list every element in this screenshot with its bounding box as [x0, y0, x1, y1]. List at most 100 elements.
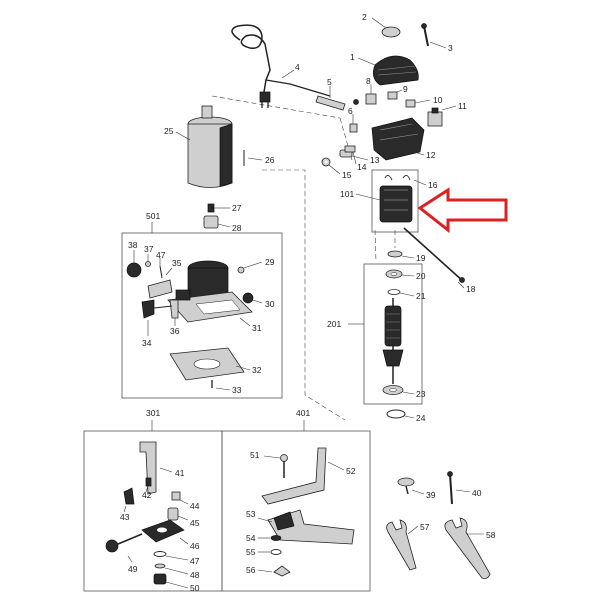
part-28-bushing: [203, 215, 231, 229]
label-34: 34: [142, 338, 152, 348]
part-50-knob: [153, 573, 189, 589]
label-24: 24: [416, 413, 426, 423]
label-5: 5: [327, 77, 332, 87]
part-armature-rotor: [382, 298, 404, 384]
part-40-rod: [447, 471, 471, 505]
label-46: 46: [190, 541, 200, 551]
part-25-base-housing: [175, 105, 233, 188]
label-25: 25: [164, 126, 174, 136]
label-43: 43: [120, 512, 130, 522]
label-42: 42: [142, 490, 152, 500]
part-11-switch: [427, 105, 457, 127]
label-19: 19: [416, 253, 426, 263]
label-41: 41: [175, 468, 185, 478]
part-46-guide-block: [141, 519, 189, 545]
label-26: 26: [265, 155, 275, 165]
label-12: 12: [426, 150, 436, 160]
part-51-bolt: [263, 454, 288, 478]
part-12-motor-housing: [371, 117, 425, 161]
label-4: 4: [295, 62, 300, 72]
label-501: 501: [146, 211, 160, 221]
label-32: 32: [252, 365, 262, 375]
label-45: 45: [190, 518, 200, 528]
label-29: 29: [265, 257, 275, 267]
part-44-bolt: [171, 491, 189, 505]
part-5-cord-protector: [315, 86, 359, 111]
label-23: 23: [416, 389, 426, 399]
label-57: 57: [420, 522, 430, 532]
label-14: 14: [357, 162, 367, 172]
part-33-screw: [211, 380, 231, 391]
part-54-washer: [258, 535, 282, 541]
assembly-501-box: [121, 222, 283, 399]
part-30-knob: [242, 292, 263, 304]
part-4-power-cord: [231, 24, 331, 97]
label-6: 6: [348, 106, 353, 116]
part-3-screw: [421, 23, 447, 49]
part-101-stator: [355, 169, 419, 233]
label-30: 30: [265, 299, 275, 309]
part-24-o-ring: [386, 409, 415, 419]
part-201-armature-box: [348, 263, 423, 405]
label-2: 2: [362, 12, 367, 22]
part-19-washer: [387, 250, 415, 259]
part-34-clamp-screw: [141, 299, 173, 336]
part-43-lever: [123, 487, 135, 513]
label-51: 51: [250, 450, 260, 460]
label-10: 10: [433, 95, 443, 105]
part-2-badge: [371, 17, 401, 38]
label-56: 56: [246, 565, 256, 575]
label-16: 16: [428, 180, 438, 190]
label-48: 48: [190, 570, 200, 580]
part-7-plug: [259, 91, 271, 108]
part-55-ring: [258, 549, 282, 555]
label-58: 58: [486, 530, 496, 540]
part-36-bracket: [169, 299, 179, 326]
part-48-spring: [154, 563, 189, 575]
part-14-cable-clamp: [344, 145, 357, 165]
label-15: 15: [342, 170, 352, 180]
part-31-base-line: [239, 317, 251, 327]
label-21: 21: [416, 291, 426, 301]
label-40: 40: [472, 488, 482, 498]
part-1-top-cap: [357, 55, 419, 86]
part-8-brush-holder: [365, 84, 377, 105]
label-101: 101: [340, 189, 354, 199]
label-36: 36: [170, 326, 180, 336]
label-9: 9: [403, 84, 408, 94]
part-35-plate: [147, 267, 173, 299]
part-57-wrench: [386, 519, 419, 571]
label-53: 53: [246, 509, 256, 519]
red-indicator-arrow: [417, 187, 508, 234]
label-401: 401: [296, 408, 310, 418]
part-53-guide-plate: [257, 509, 355, 545]
part-23-bearing: [382, 385, 415, 395]
part-10-brush: [405, 99, 431, 108]
part-16-stator-wires: [384, 175, 427, 186]
part-20-bearing: [385, 269, 415, 279]
part-29-nut: [237, 261, 263, 274]
label-20: 20: [416, 271, 426, 281]
part-39-screw: [397, 477, 425, 495]
label-38: 38: [128, 240, 138, 250]
label-49: 49: [128, 564, 138, 574]
part-15-nut: [321, 157, 341, 175]
label-47-lower: 47: [190, 556, 200, 566]
label-13: 13: [370, 155, 380, 165]
part-52-guide-bracket: [261, 447, 345, 505]
label-52: 52: [346, 466, 356, 476]
assembly-401-box: [221, 420, 371, 592]
part-47-washer-lower: [153, 551, 189, 561]
label-28: 28: [232, 223, 242, 233]
label-55: 55: [246, 547, 256, 557]
label-54: 54: [246, 533, 256, 543]
label-1: 1: [350, 52, 355, 62]
label-35: 35: [172, 258, 182, 268]
label-33: 33: [232, 385, 242, 395]
label-301: 301: [146, 408, 160, 418]
label-3: 3: [448, 43, 453, 53]
part-37-washer: [145, 254, 151, 267]
part-26-pin: [243, 150, 263, 166]
part-32-base-plate: [169, 347, 251, 381]
